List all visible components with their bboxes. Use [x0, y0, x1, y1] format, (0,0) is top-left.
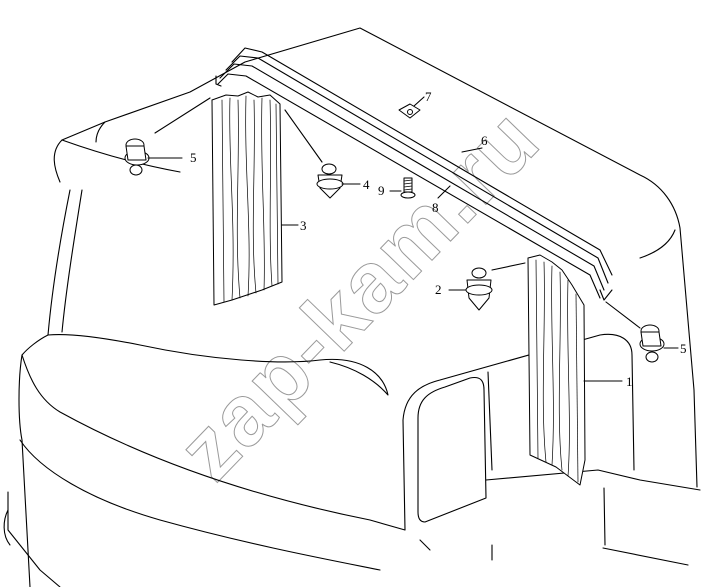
callout-8: 8 [432, 200, 439, 215]
callout-9: 9 [378, 183, 385, 198]
curtain-left [211, 91, 283, 306]
callout-3: 3 [300, 218, 307, 233]
callout-5-right: 5 [680, 341, 687, 356]
callout-labels: 1 2 3 4 5 5 6 7 8 9 [190, 89, 687, 389]
nut-7 [398, 96, 425, 119]
clip-4 [284, 109, 361, 199]
curtain-right [527, 254, 586, 486]
clip-2 [448, 262, 526, 311]
callout-6: 6 [481, 133, 488, 148]
callout-1: 1 [626, 374, 633, 389]
callout-5-left: 5 [190, 150, 197, 165]
callout-2: 2 [435, 282, 442, 297]
clip-5-right [605, 301, 679, 363]
callout-7: 7 [425, 89, 432, 104]
clip-5-left [124, 97, 211, 176]
roof-rail-assembly [215, 47, 613, 301]
cab-body [3, 27, 701, 587]
callout-4: 4 [363, 177, 370, 192]
screw-9 [389, 177, 416, 199]
leader-lines [281, 147, 623, 382]
